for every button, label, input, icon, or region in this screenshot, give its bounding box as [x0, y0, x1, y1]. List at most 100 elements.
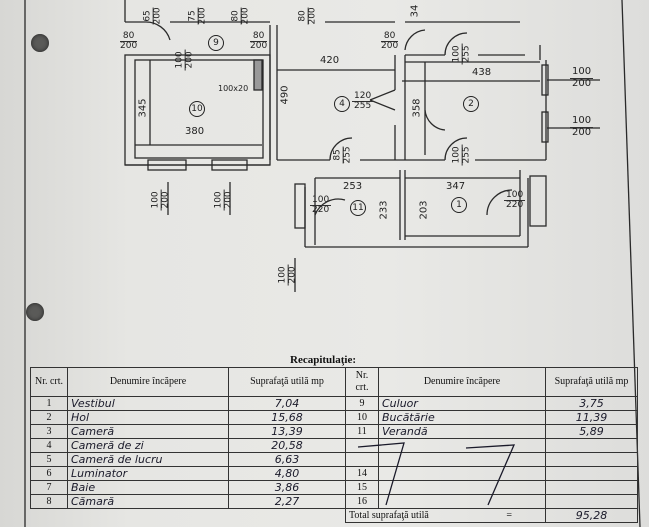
room-nr: 7 — [30, 480, 68, 495]
room-name — [378, 452, 546, 467]
room-nr: 10 — [345, 410, 379, 425]
dimension-label: 490 — [279, 85, 291, 105]
room-nr — [345, 438, 379, 453]
room-name: Cameră de zi — [67, 438, 229, 453]
room-area — [545, 494, 638, 509]
room-nr: 8 — [30, 494, 68, 509]
room-nr: 16 — [345, 494, 379, 509]
room-area: 11,39 — [545, 410, 638, 425]
room-number: 2 — [463, 96, 479, 112]
room-nr: 4 — [30, 438, 68, 453]
room-name — [378, 480, 546, 495]
table-header-row: Nr. crt. Denumire încăpere Suprafaţă uti… — [30, 367, 638, 397]
room-name: Luminator — [67, 466, 229, 481]
total-row: Total suprafaţă utilă=95,28 — [31, 508, 638, 523]
room-nr: 11 — [345, 424, 379, 439]
room-area — [545, 438, 638, 453]
room-name — [378, 438, 546, 453]
recap-title: Recapitulaţie: — [290, 354, 356, 366]
punch-hole — [31, 34, 49, 52]
room-area: 4,80 — [228, 466, 346, 481]
room-number: 10 — [189, 101, 205, 117]
room-area — [545, 466, 638, 481]
total-label: Total suprafaţă utilă= — [345, 508, 546, 523]
room-name — [378, 494, 546, 509]
room-number: 4 — [334, 96, 350, 112]
room-name: Baie — [67, 480, 229, 495]
room-nr: 6 — [30, 466, 68, 481]
room-name: Hol — [67, 410, 229, 425]
dimension-label: 380 — [185, 126, 205, 137]
dimension-label: 203 — [418, 200, 430, 220]
dimension-label: 358 — [411, 98, 423, 118]
header-area: Suprafaţă utilă mp — [545, 367, 638, 397]
recap-table: Nr. crt. Denumire încăpere Suprafaţă uti… — [30, 367, 638, 523]
room-name: Cameră de lucru — [67, 452, 229, 467]
room-area: 13,39 — [228, 424, 346, 439]
room-name: Cămară — [67, 494, 229, 509]
header-nr: Nr. crt. — [345, 367, 379, 397]
room-area: 3,86 — [228, 480, 346, 495]
room-name: Vestibul — [67, 396, 229, 411]
room-name: Verandă — [378, 424, 546, 439]
room-number: 9 — [208, 35, 224, 51]
room-area — [545, 480, 638, 495]
room-nr: 3 — [30, 424, 68, 439]
room-area: 7,04 — [228, 396, 346, 411]
room-nr: 5 — [30, 452, 68, 467]
room-name: Culuor — [378, 396, 546, 411]
room-nr: 9 — [345, 396, 379, 411]
room-name: Cameră — [67, 424, 229, 439]
total-value: 95,28 — [545, 508, 638, 523]
room-nr: 1 — [30, 396, 68, 411]
room-area: 3,75 — [545, 396, 638, 411]
room-name — [378, 466, 546, 481]
room-nr: 2 — [30, 410, 68, 425]
room-name: Bucătărie — [378, 410, 546, 425]
header-name: Denumire încăpere — [67, 367, 229, 397]
dimension-label: 253 — [343, 181, 363, 192]
room-area — [545, 452, 638, 467]
dimension-label: 438 — [472, 67, 492, 78]
dimension-label: 347 — [446, 181, 466, 192]
room-number: 1 — [451, 197, 467, 213]
dimension-label: 420 — [320, 55, 340, 66]
room-nr: 15 — [345, 480, 379, 495]
header-area: Suprafaţă utilă mp — [228, 367, 346, 397]
dimension-label: 34 — [409, 4, 421, 18]
room-area: 5,89 — [545, 424, 638, 439]
punch-hole — [26, 303, 44, 321]
room-area: 15,68 — [228, 410, 346, 425]
room-area: 20,58 — [228, 438, 346, 453]
dimension-label: 345 — [137, 98, 149, 118]
header-name: Denumire încăpere — [378, 367, 546, 397]
room-area: 6,63 — [228, 452, 346, 467]
